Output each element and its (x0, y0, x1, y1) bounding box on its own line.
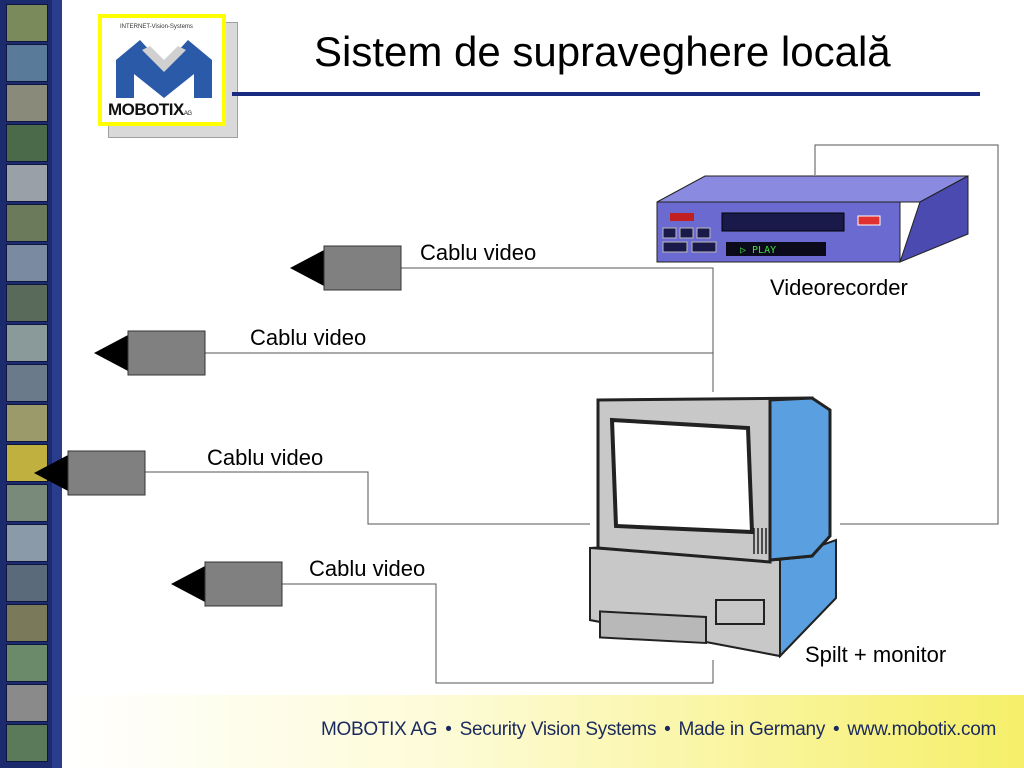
logo-mark-icon (116, 40, 212, 98)
logo-tagline: INTERNET-Vision-Systems (120, 24, 193, 30)
footer-separator: • (833, 719, 840, 740)
cable-label-3: Cablu video (207, 445, 324, 470)
camera-3-lens-icon (34, 455, 68, 491)
logo-suffix: AG (183, 111, 192, 117)
footer-separator: • (664, 719, 671, 740)
cable-label-1: Cablu video (420, 240, 537, 265)
title-rule (232, 92, 980, 96)
camera-4-lens-icon (171, 566, 205, 602)
footer-company: MOBOTIX AG (320, 719, 438, 740)
camera-4 (171, 561, 283, 607)
footer: MOBOTIX AG • Security Vision Systems • Made … (62, 695, 1024, 768)
monitor-label: Spilt + monitor (805, 642, 947, 667)
camera-1-body (323, 245, 402, 291)
camera-2-lens-icon (94, 335, 128, 371)
camera-1 (290, 245, 402, 291)
camera-4-body (204, 561, 283, 607)
footer-website: www.mobotix.com (847, 719, 996, 740)
footer-origin: Made in Germany (678, 719, 826, 740)
cable-recorder-monitor (814, 144, 999, 525)
monitor-icon (589, 396, 837, 659)
footer-slogan: Security Vision Systems (459, 719, 657, 740)
camera-2 (94, 330, 206, 376)
camera-1-lens-icon (290, 250, 324, 286)
videorecorder-label: Videorecorder (770, 275, 908, 300)
mobotix-logo: INTERNET-Vision-Systems MOBOTIXAG (98, 14, 226, 126)
camera-3 (34, 450, 146, 496)
cable-camera-3 (145, 471, 590, 525)
videorecorder-display: ▷ PLAY (740, 245, 776, 256)
cable-label-2: Cablu video (250, 325, 367, 350)
video-cables (145, 144, 999, 684)
camera-3-body (67, 450, 146, 496)
cable-camera-4 (282, 583, 714, 684)
footer-separator: • (445, 719, 452, 740)
cable-label-4: Cablu video (309, 556, 426, 581)
page-title: Sistem de supraveghere locală (314, 28, 891, 75)
logo-name: MOBOTIX (108, 100, 184, 119)
footer-text: MOBOTIX AG • Security Vision Systems • Made … (321, 719, 996, 741)
camera-2-body (127, 330, 206, 376)
cable-camera-1 (401, 267, 714, 392)
videorecorder-icon (656, 175, 969, 263)
left-photo-strip (0, 0, 62, 768)
